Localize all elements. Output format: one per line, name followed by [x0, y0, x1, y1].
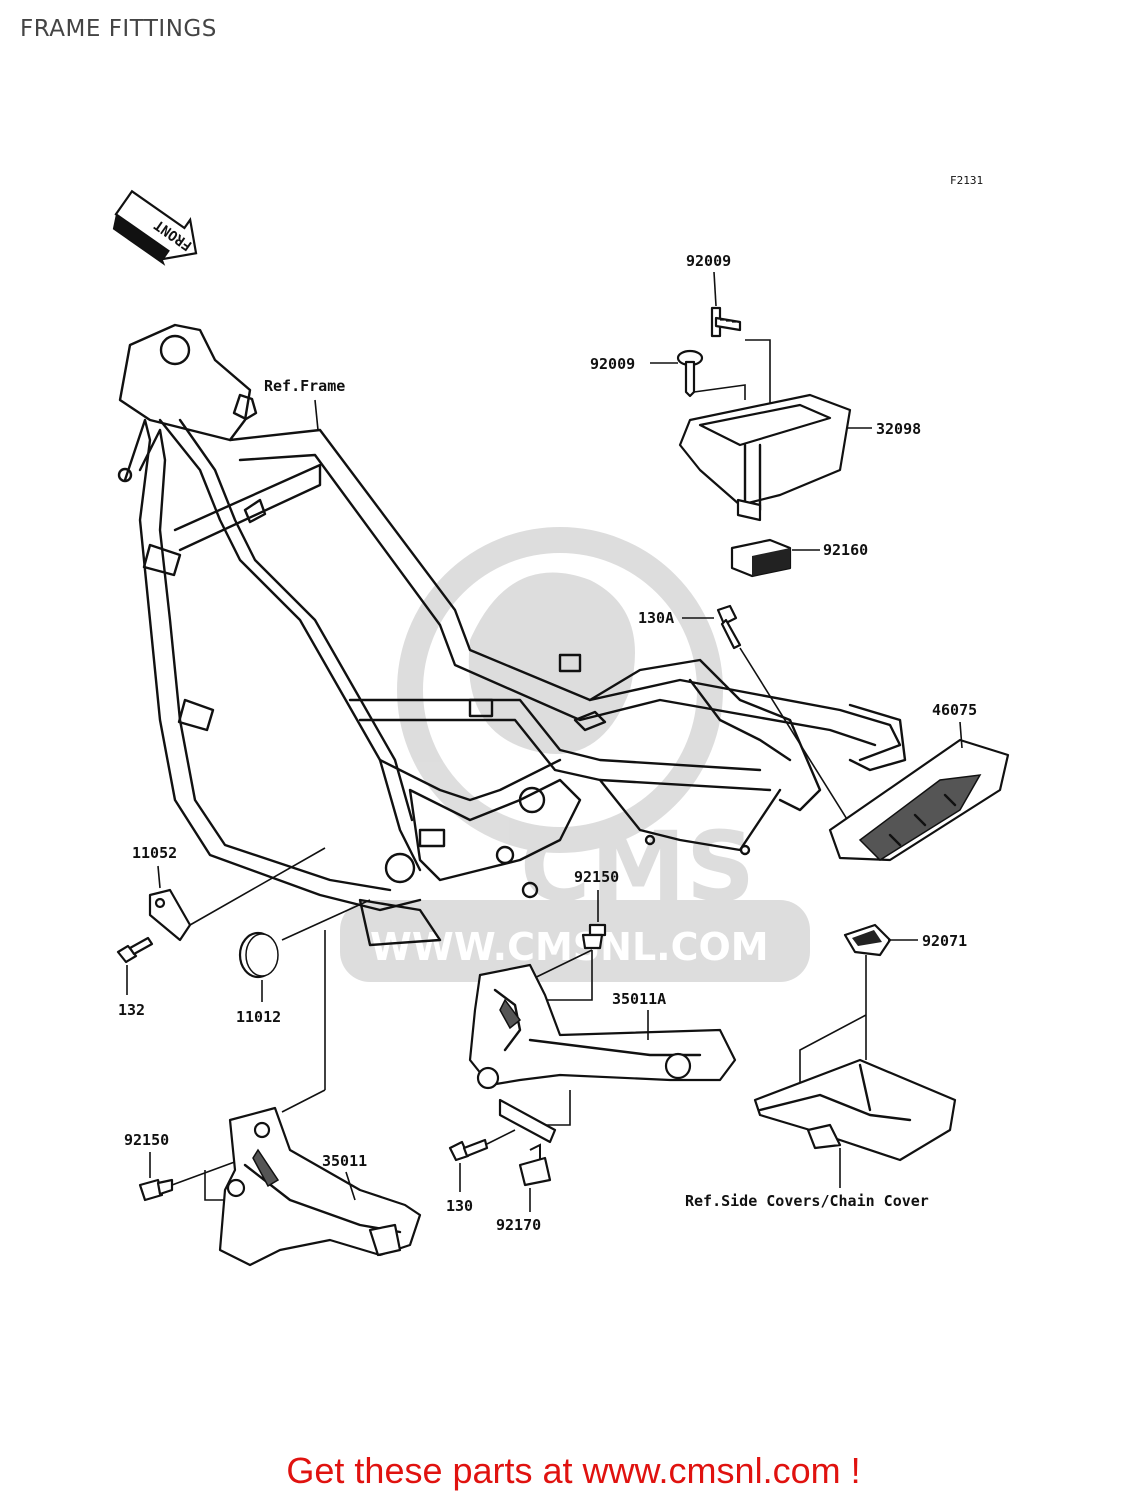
cap-11012 — [238, 931, 279, 979]
part-11012: 11012 — [236, 1008, 281, 1026]
frame — [117, 323, 907, 947]
bolt-92150-lower — [138, 1178, 174, 1202]
bolt-130A — [716, 604, 742, 650]
bolt-132 — [116, 936, 154, 964]
part-92150-upper: 92150 — [574, 868, 619, 886]
cover-46075 — [828, 738, 1010, 862]
part-11052: 11052 — [132, 844, 177, 862]
part-92150-lower: 92150 — [124, 1131, 169, 1149]
watermark: CMS WWW.CMSNL.COM — [340, 527, 810, 982]
pad-92160 — [730, 538, 792, 578]
watermark-text: WWW.CMSNL.COM — [370, 925, 769, 969]
bolt-92009-upper — [710, 306, 742, 338]
battery-case-32098 — [678, 393, 852, 522]
footer-cta-link[interactable]: Get these parts at www.cmsnl.com ! — [286, 1450, 861, 1491]
screw-92009-lower — [676, 349, 704, 398]
watermark-logo: CMS — [520, 811, 755, 923]
part-92009-lower: 92009 — [590, 355, 635, 373]
ref-side-covers-label: Ref.Side Covers/Chain Cover — [685, 1192, 929, 1210]
clamp-92170 — [518, 1143, 552, 1187]
bolt-130 — [448, 1138, 489, 1162]
bolt-92150-upper — [581, 923, 607, 950]
part-35011A: 35011A — [612, 990, 666, 1008]
part-32098: 32098 — [876, 420, 921, 438]
part-46075: 46075 — [932, 701, 977, 719]
bracket-35011 — [218, 1106, 422, 1267]
ref-frame-label: Ref.Frame — [264, 377, 345, 395]
part-132: 132 — [118, 1001, 145, 1019]
part-130: 130 — [446, 1197, 473, 1215]
front-arrow-icon: FRONT — [112, 189, 198, 266]
part-92009-upper: 92009 — [686, 252, 731, 270]
page-title: FRAME FITTINGS — [20, 16, 217, 42]
part-92170: 92170 — [496, 1216, 541, 1234]
part-92160: 92160 — [823, 541, 868, 559]
bracket-11052 — [148, 888, 192, 942]
part-35011: 35011 — [322, 1152, 367, 1170]
figure-code: F2131 — [950, 174, 983, 187]
bracket-35011A — [468, 963, 737, 1144]
side-cover-ref-part — [753, 1058, 957, 1162]
part-130A: 130A — [638, 609, 674, 627]
part-92071: 92071 — [922, 932, 967, 950]
clip-92071 — [843, 923, 892, 957]
